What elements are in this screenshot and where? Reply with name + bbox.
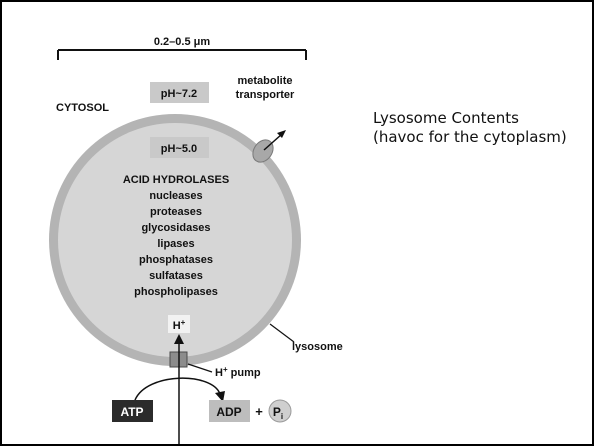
enzyme-item: phospholipases: [134, 286, 218, 298]
adp-label: ADP: [216, 405, 241, 419]
atp-adp-arrowhead-icon: [215, 391, 225, 402]
lysosome-lumen: [58, 123, 292, 357]
enzyme-item: proteases: [150, 206, 202, 218]
caption-line1: Lysosome Contents: [373, 109, 519, 127]
scale-label: 0.2–0.5 μm: [154, 36, 210, 48]
ph-inside-label: pH~5.0: [161, 143, 197, 155]
pump-arrowhead-icon: [174, 334, 184, 344]
transporter-label-line1: metabolite: [237, 75, 292, 87]
transporter-label-line2: transporter: [236, 89, 295, 101]
caption-line2: (havoc for the cytoplasm): [373, 128, 567, 146]
proton-box: [168, 315, 190, 333]
atp-adp-arrow: [134, 377, 221, 401]
pump-leader: [187, 363, 213, 373]
enzyme-item: sulfatases: [149, 270, 203, 282]
scale-bar: [57, 49, 307, 60]
adp-box: [209, 400, 250, 422]
ph-inside-box: [150, 137, 209, 158]
proton-label: H+: [173, 318, 186, 332]
enzyme-item: phosphatases: [139, 254, 213, 266]
phosphate-circle: [268, 399, 292, 423]
lysosome-leader: [269, 323, 295, 343]
caption: Lysosome Contents (havoc for the cytopla…: [373, 109, 567, 147]
phosphate-label: Pi: [273, 405, 283, 421]
transporter-arrow: [263, 133, 283, 151]
enzyme-item: glycosidases: [141, 222, 210, 234]
atp-box: [112, 400, 153, 422]
plus-sign: +: [255, 404, 263, 419]
enzyme-item: nucleases: [149, 190, 202, 202]
pump-label: H+ pump: [215, 365, 261, 379]
enzyme-item: lipases: [157, 238, 194, 250]
ph-outside-box: [150, 82, 209, 103]
ph-outside-label: pH~7.2: [161, 88, 197, 100]
atp-label: ATP: [120, 405, 143, 419]
lysosome-label: lysosome: [292, 341, 343, 353]
cytosol-label: CYTOSOL: [56, 102, 109, 114]
transporter-arrowhead-icon: [277, 130, 286, 138]
enzymes-heading: ACID HYDROLASES: [123, 174, 229, 186]
